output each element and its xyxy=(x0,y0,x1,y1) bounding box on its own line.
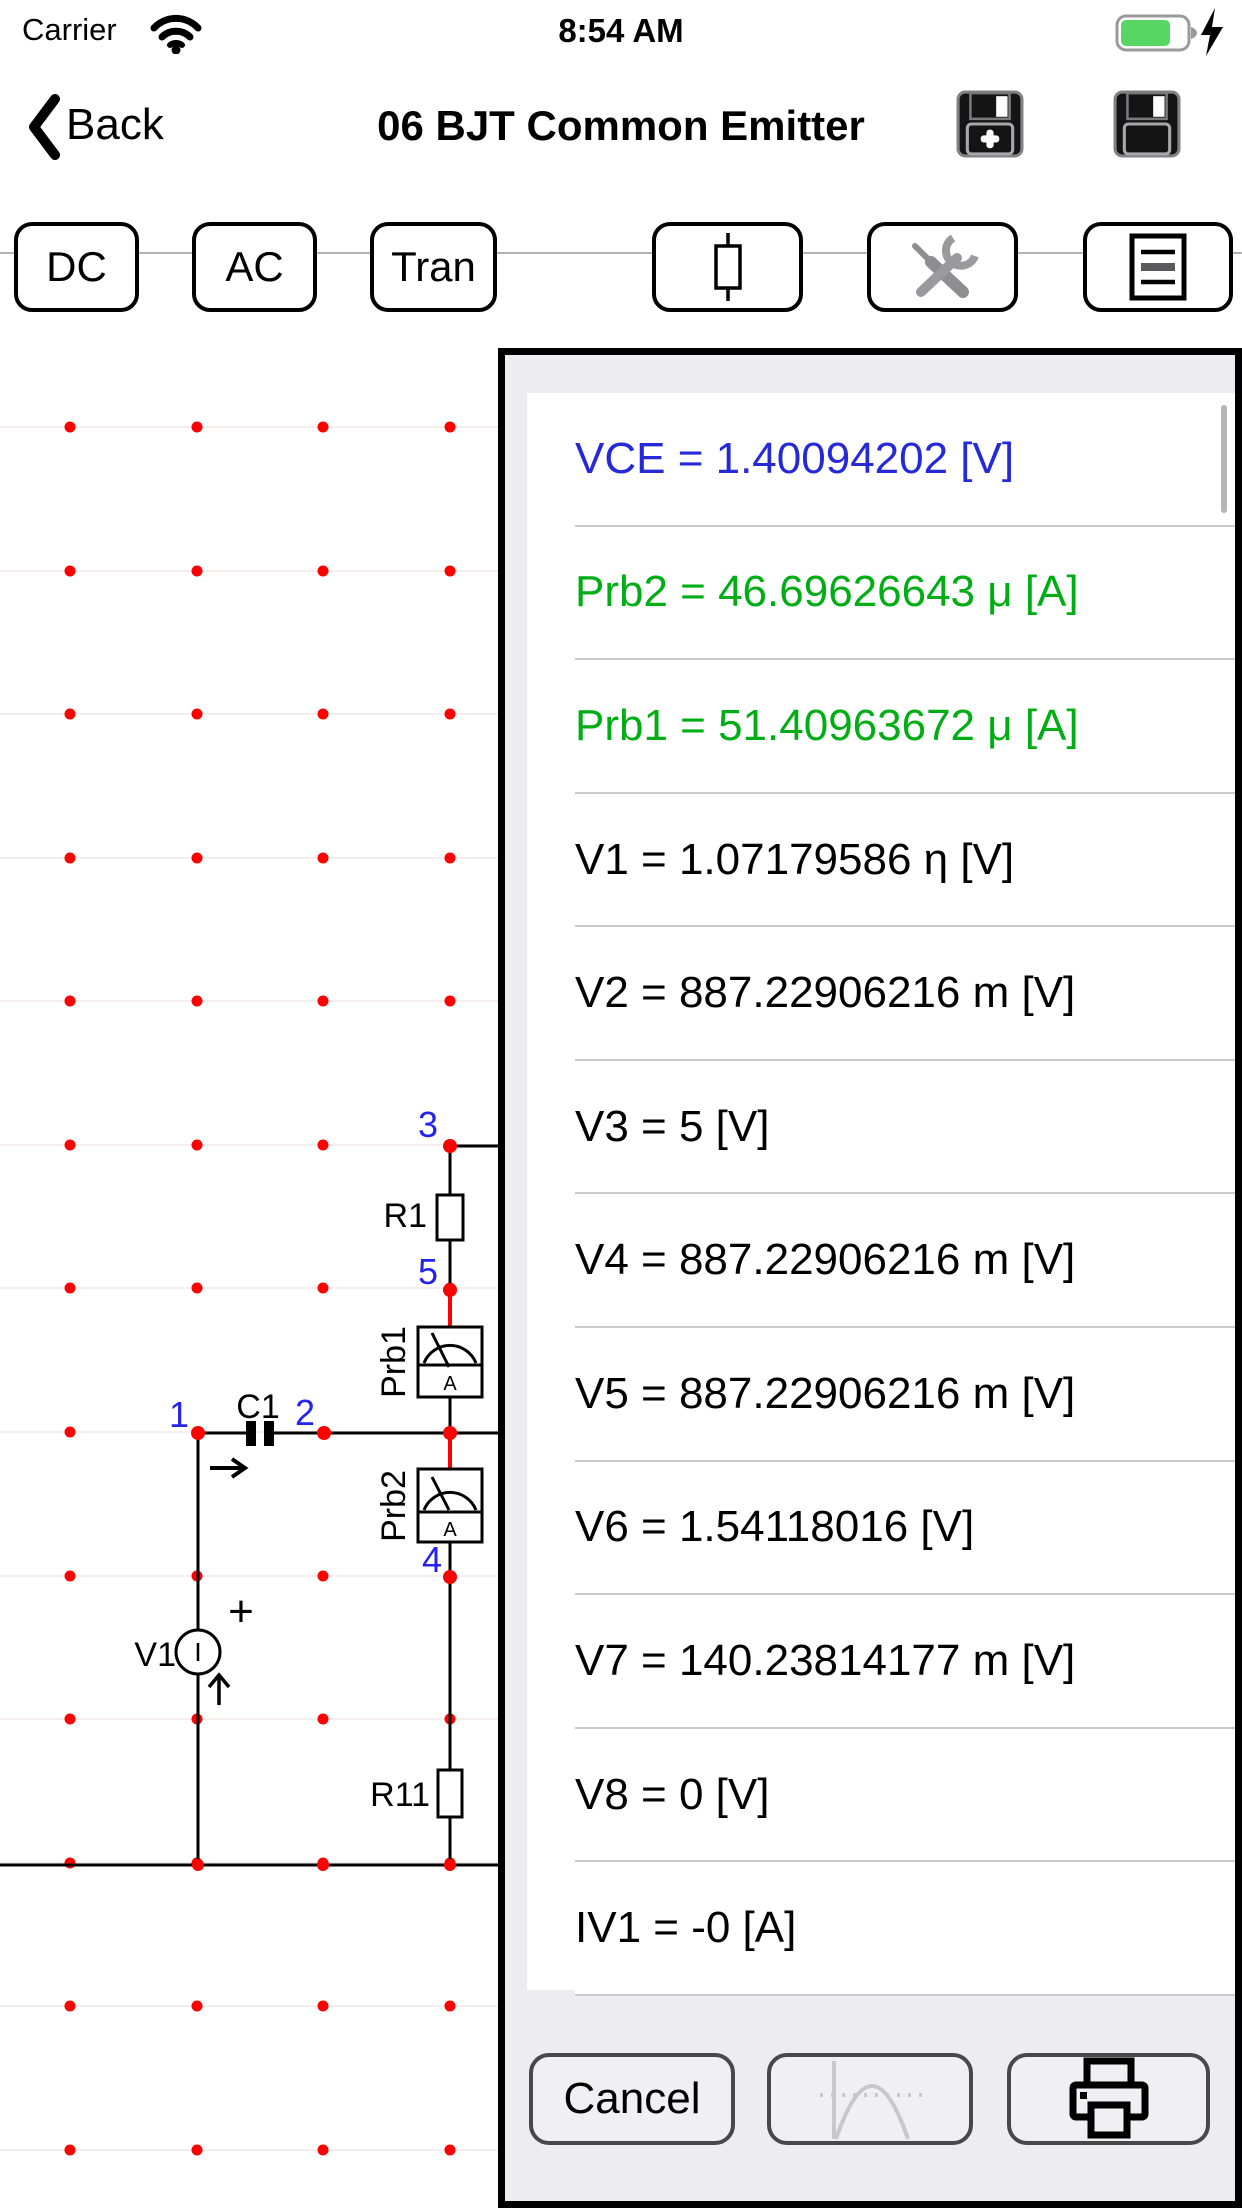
node-label-4: 4 xyxy=(422,1539,442,1580)
result-row-text: V5 = 887.22906216 m [V] xyxy=(575,1368,1076,1418)
r1-label: R1 xyxy=(384,1197,427,1235)
nav-divider xyxy=(0,252,1242,254)
v1-plus-sign: + xyxy=(228,1587,254,1636)
cancel-button[interactable]: Cancel xyxy=(529,2053,735,2145)
node-label-1: 1 xyxy=(169,1394,189,1435)
result-row: V2 = 887.22906216 m [V] xyxy=(575,927,1235,1061)
result-row-text: V1 = 1.07179586 η [V] xyxy=(575,834,1015,884)
node-number-labels: 3 5 1 2 4 xyxy=(169,1104,442,1580)
result-row: Prb2 = 46.69626643 μ [A] xyxy=(575,526,1235,661)
result-row: V1 = 1.07179586 η [V] xyxy=(575,793,1235,928)
wifi-icon xyxy=(150,14,202,54)
page-title: 06 BJT Common Emitter xyxy=(377,102,865,149)
result-row-text: V2 = 887.22906216 m [V] xyxy=(575,968,1076,1018)
meter-prb1[interactable]: A Prb1 xyxy=(375,1325,484,1399)
transient-analysis-button[interactable]: Tran xyxy=(370,222,497,312)
node-label-3: 3 xyxy=(418,1104,438,1145)
prb2-label: Prb2 xyxy=(375,1470,413,1542)
result-row-text: V4 = 887.22906216 m [V] xyxy=(575,1235,1076,1285)
result-row-text: Prb2 = 46.69626643 μ [A] xyxy=(575,567,1079,617)
resistor-r1[interactable]: R1 xyxy=(384,1193,465,1242)
prb2-unit-label: A xyxy=(443,1519,457,1541)
settings-tools-button[interactable] xyxy=(867,222,1018,312)
resistor-component-icon xyxy=(713,233,742,301)
wires xyxy=(0,1144,502,1867)
scrollbar[interactable] xyxy=(1221,405,1227,513)
status-bar: Carrier 8:54 AM xyxy=(0,0,1242,62)
tools-icon xyxy=(911,234,979,298)
printer-icon xyxy=(1069,2057,1148,2139)
source-v1[interactable]: + V1 xyxy=(134,1587,254,1705)
prb1-unit-label: A xyxy=(443,1373,457,1395)
capacitor-c1[interactable]: C1 xyxy=(236,1388,280,1446)
meter-prb2[interactable]: A Prb2 xyxy=(375,1467,484,1544)
save-button[interactable] xyxy=(1113,90,1181,158)
battery-charging-icon xyxy=(1115,8,1223,56)
result-row: V7 = 140.23814177 m [V] xyxy=(575,1595,1235,1729)
node-label-2: 2 xyxy=(295,1392,315,1433)
grid-faint-lines xyxy=(0,426,502,2151)
result-row: Prb1 = 51.40963672 μ [A] xyxy=(575,660,1235,794)
results-list: VCE = 1.40094202 [V] Prb2 = 46.69626643 … xyxy=(527,393,1235,1996)
results-panel: VCE = 1.40094202 [V] Prb2 = 46.69626643 … xyxy=(498,348,1242,2208)
print-button[interactable] xyxy=(1007,2053,1210,2145)
components-button[interactable] xyxy=(652,222,803,312)
result-row-text: Prb1 = 51.40963672 μ [A] xyxy=(575,700,1079,750)
carrier-label: Carrier xyxy=(22,12,117,47)
result-row-text: V8 = 0 [V] xyxy=(575,1769,770,1819)
c1-label: C1 xyxy=(236,1388,279,1426)
netlist-button[interactable] xyxy=(1083,222,1233,312)
result-row-text: V7 = 140.23814177 m [V] xyxy=(575,1635,1076,1685)
ac-analysis-button[interactable]: AC xyxy=(192,222,317,312)
result-row-text: VCE = 1.40094202 [V] xyxy=(575,433,1015,483)
save-as-button[interactable] xyxy=(956,90,1024,158)
current-arrow-icon xyxy=(210,1457,249,1479)
result-row: IV1 = -0 [A] xyxy=(575,1862,1235,1996)
graph-button-disabled[interactable] xyxy=(767,2053,973,2145)
clock: 8:54 AM xyxy=(558,12,684,49)
circuit-node-dots xyxy=(191,1139,457,1871)
waveform-graph-icon xyxy=(820,2061,922,2140)
dc-analysis-button[interactable]: DC xyxy=(14,222,139,312)
back-button[interactable]: Back xyxy=(66,100,164,149)
result-row-text: IV1 = -0 [A] xyxy=(575,1903,797,1953)
result-row: V8 = 0 [V] xyxy=(575,1728,1235,1863)
node-label-5: 5 xyxy=(418,1251,438,1292)
result-row-text: V6 = 1.54118016 [V] xyxy=(575,1502,975,1552)
result-row: V4 = 887.22906216 m [V] xyxy=(575,1194,1235,1329)
r11-label: R11 xyxy=(370,1776,430,1814)
nav-bar: Back 06 BJT Common Emitter xyxy=(0,62,1242,254)
document-list-icon xyxy=(1129,233,1187,301)
result-row: V5 = 887.22906216 m [V] xyxy=(575,1328,1235,1462)
result-row: V6 = 1.54118016 [V] xyxy=(575,1461,1235,1596)
v1-direction-arrow-icon xyxy=(207,1672,231,1705)
resistor-r11[interactable]: R11 xyxy=(370,1768,464,1819)
v1-label: V1 xyxy=(134,1636,176,1674)
result-row: VCE = 1.40094202 [V] xyxy=(575,393,1235,527)
result-row: V3 = 5 [V] xyxy=(575,1060,1235,1195)
back-chevron-icon[interactable] xyxy=(28,94,62,160)
prb1-label: Prb1 xyxy=(375,1326,413,1398)
result-row-text: V3 = 5 [V] xyxy=(575,1101,770,1151)
